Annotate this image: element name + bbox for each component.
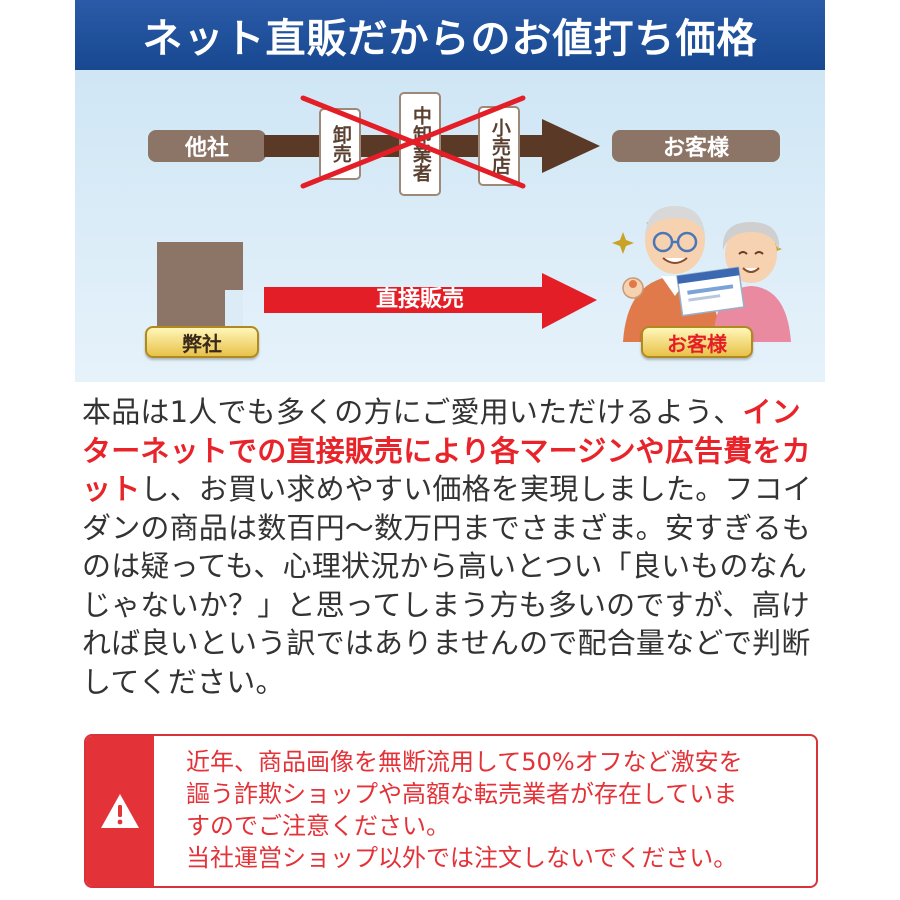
warning-triangle-icon — [101, 794, 139, 828]
body-text-rest: し、お買い求めやすい価格を実現しました。フコイダンの商品は数百円～数万円までさま… — [82, 472, 813, 699]
body-text-highlight: インターネットでの直接販売により各マージンや広告費をカット — [82, 395, 811, 506]
other-company-label: 他社 — [148, 130, 266, 162]
warning-sidebar — [86, 736, 154, 886]
building-icon — [157, 242, 243, 330]
warning-line: 近年、商品画像を無断流用して50%オフなど激安を — [186, 748, 743, 776]
warning-box: 近年、商品画像を無断流用して50%オフなど激安を 謳う詐欺ショップや高額な転売業… — [84, 734, 818, 888]
elderly-couple-illustration — [612, 206, 791, 342]
warning-line: 謳う詐欺ショップや高額な転売業者が存在していま — [186, 780, 738, 808]
warning-line: すのでご注意ください。 — [186, 812, 450, 840]
warning-line: 当社運営ショップ以外では注文しないでください。 — [186, 844, 738, 872]
cross-out-icon — [300, 95, 526, 189]
distribution-diagram: 他社 卸売 中卸業者 小売店 お客様 弊社 直接販売 — [75, 70, 825, 382]
header-banner: ネット直販だからのお値打ち価格 — [75, 0, 825, 70]
direct-sales-label: 直接販売 — [375, 287, 464, 312]
red-arrow — [264, 273, 597, 329]
customer-label-top: お客様 — [612, 130, 780, 162]
customer-label-bottom: お客様 — [641, 326, 753, 358]
body-text-intro: 本品は1人でも多くの方にご愛用いただけるよう、 — [82, 395, 743, 429]
our-company-label: 弊社 — [145, 326, 259, 358]
warning-text: 近年、商品画像を無断流用して50%オフなど激安を 謳う詐欺ショップや高額な転売業… — [186, 746, 806, 874]
banner-title: ネット直販だからのお値打ち価格 — [142, 16, 758, 62]
body-paragraph: 本品は1人でも多くの方にご愛用いただけるよう、インターネットでの直接販売により各… — [82, 393, 822, 701]
